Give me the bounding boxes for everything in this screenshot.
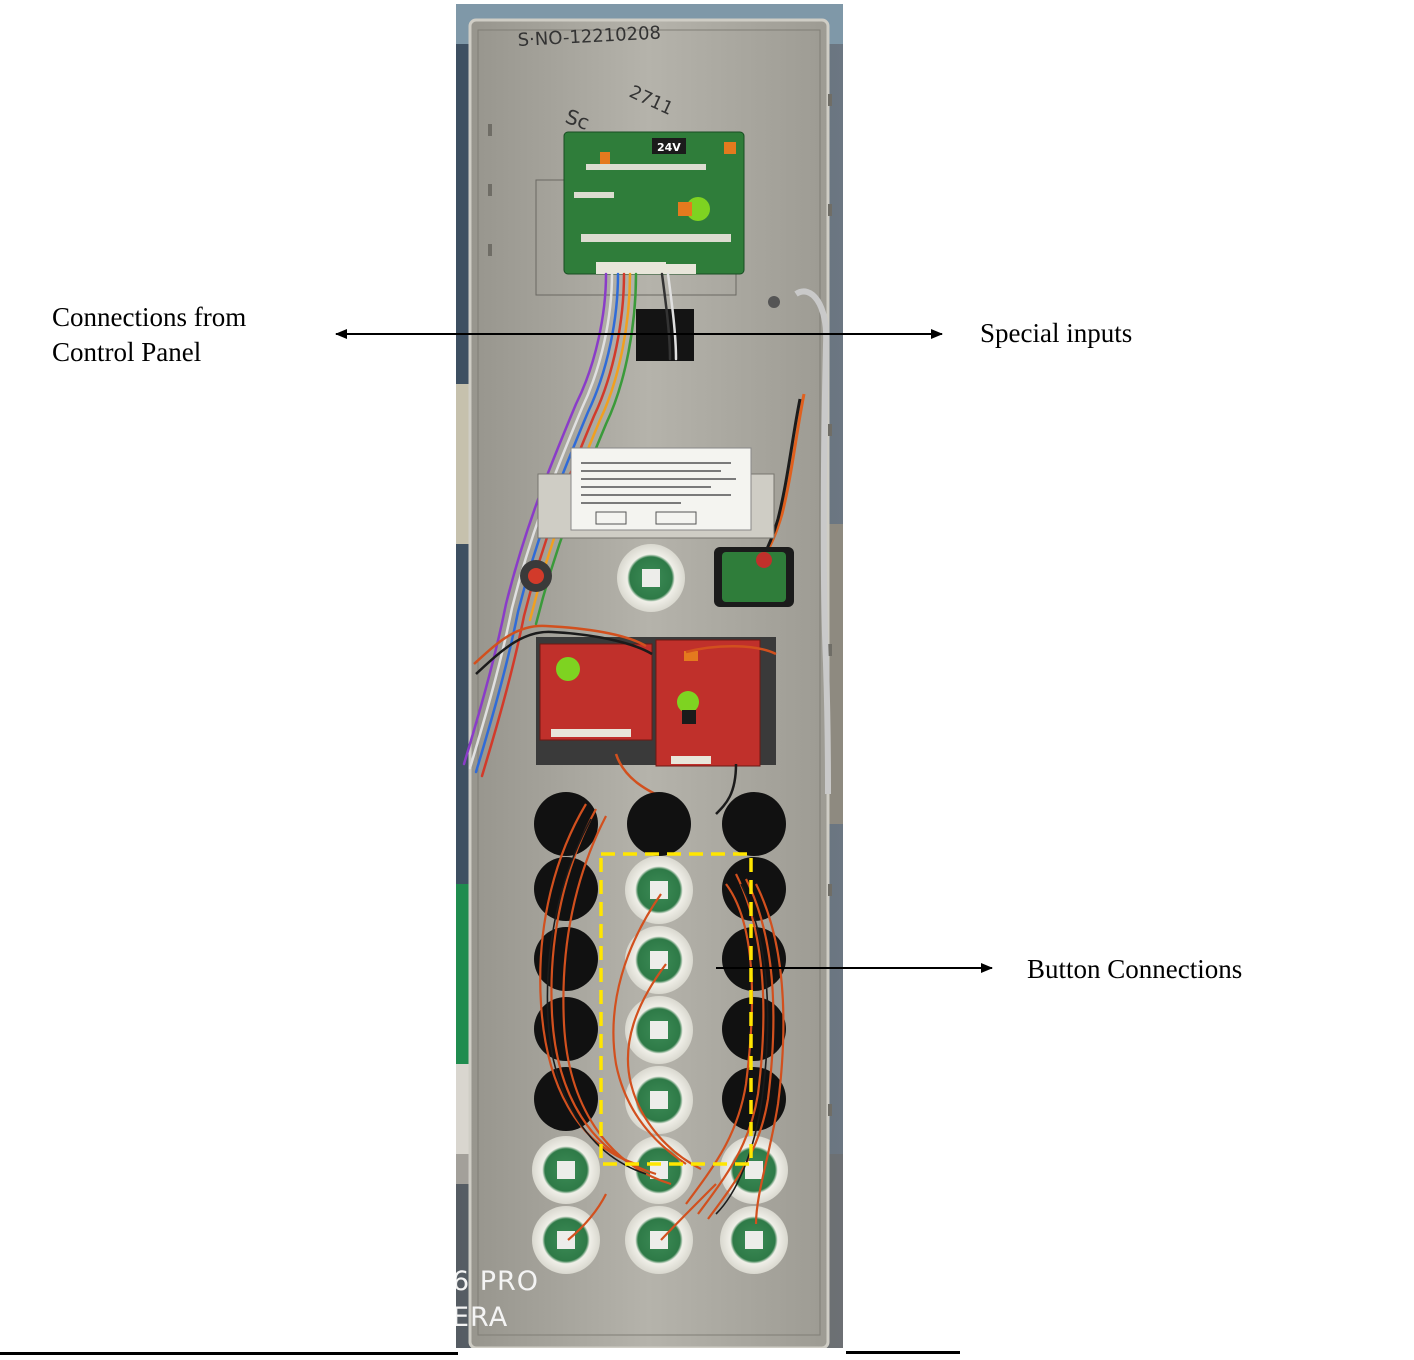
bottom-rule-right [846,1351,960,1354]
red-boards [536,637,776,767]
control-board: 24V [563,131,745,275]
board-voltage-label: 24V [657,141,681,154]
label-bracket [537,447,775,539]
annotation-control-panel-line2: Control Panel [52,337,202,367]
watermark-line1: 6 PRO [456,1266,539,1297]
annotation-button-connections: Button Connections [1027,954,1243,984]
button-connections-highlight [599,852,753,1166]
watermark-line2: ERA [456,1302,508,1333]
annotation-special-inputs: Special inputs [980,318,1133,348]
panel-photo: S·NO-12210208 Sc 2711 24V [456,4,843,1348]
bottom-rule-left [0,1352,458,1355]
annotation-control-panel-line1: Connections from [52,302,247,332]
annotation-control-panel: Connections from Control Panel [52,300,246,370]
